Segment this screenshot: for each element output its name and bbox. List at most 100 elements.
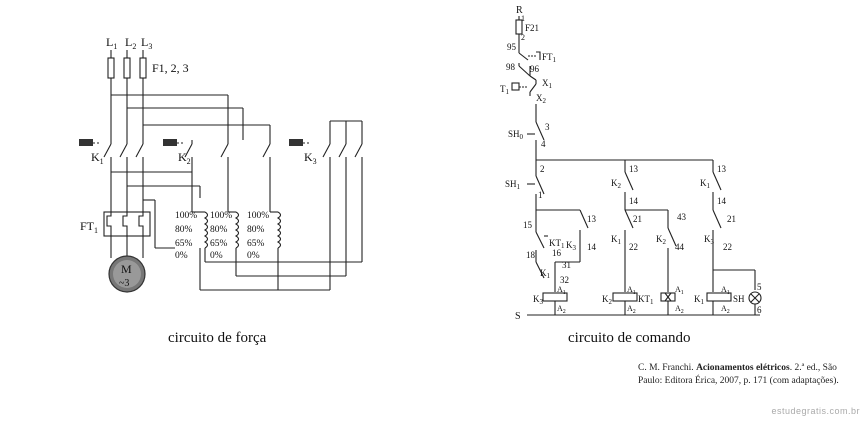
svg-text:98: 98 bbox=[506, 62, 516, 72]
svg-text:K1: K1 bbox=[540, 268, 551, 280]
button-sh0: 3 SH0 4 bbox=[508, 121, 550, 160]
source-author: C. M. Franchi. bbox=[638, 363, 694, 373]
svg-text:KT1: KT1 bbox=[549, 238, 565, 250]
svg-text:S: S bbox=[515, 311, 521, 322]
source-edition: . 2.ª ed., São bbox=[789, 363, 837, 373]
svg-text:4: 4 bbox=[541, 139, 546, 149]
svg-text:65%: 65% bbox=[247, 239, 265, 249]
svg-text:A1: A1 bbox=[627, 285, 636, 296]
svg-text:21: 21 bbox=[633, 214, 642, 224]
svg-text:1: 1 bbox=[521, 14, 525, 23]
svg-text:K3: K3 bbox=[566, 240, 577, 252]
svg-text:100%: 100% bbox=[210, 211, 232, 221]
svg-text:22: 22 bbox=[723, 242, 732, 252]
force-caption: circuito de força bbox=[168, 330, 267, 346]
branch-kt1: 43 K2 44 A1 A2 bbox=[656, 210, 687, 315]
ft1-label: FT1 bbox=[80, 219, 98, 235]
svg-text:80%: 80% bbox=[247, 225, 265, 235]
branch-1: 2 SH1 1 15 KT1 16 18 31 K1 32 K3 A1 A bbox=[505, 160, 580, 315]
svg-text:T1: T1 bbox=[500, 84, 510, 96]
fuse-f21: 1 2 F21 bbox=[515, 14, 539, 46]
line-label-l2: L2 bbox=[125, 35, 136, 51]
svg-text:6: 6 bbox=[757, 305, 762, 315]
svg-text:22: 22 bbox=[629, 242, 638, 252]
motor-m3: M ~3 bbox=[108, 255, 146, 293]
svg-text:65%: 65% bbox=[175, 239, 193, 249]
svg-text:K2: K2 bbox=[602, 294, 613, 306]
force-wiring bbox=[111, 171, 362, 291]
svg-text:80%: 80% bbox=[210, 225, 228, 235]
svg-text:43: 43 bbox=[677, 212, 687, 222]
svg-text:32: 32 bbox=[560, 275, 569, 285]
k2-label: K2 bbox=[178, 150, 191, 166]
source-publisher: Paulo: Editora Érica, 2007, p. 171 (com … bbox=[638, 376, 839, 386]
svg-text:2: 2 bbox=[521, 33, 525, 42]
svg-text:21: 21 bbox=[727, 214, 736, 224]
svg-text:13: 13 bbox=[587, 214, 597, 224]
branch-k2: 13 K2 14 21 K1 22 K2 A1 A2 KT1 bbox=[602, 164, 668, 315]
svg-text:96: 96 bbox=[530, 64, 540, 74]
control-caption: circuito de comando bbox=[568, 330, 690, 346]
svg-text:X2: X2 bbox=[536, 93, 547, 105]
power-bus bbox=[111, 94, 271, 140]
svg-text:65%: 65% bbox=[210, 239, 228, 249]
fuses-f123: F1, 2, 3 bbox=[107, 50, 189, 79]
svg-text:0%: 0% bbox=[210, 251, 223, 261]
svg-text:31: 31 bbox=[562, 260, 571, 270]
svg-text:F21: F21 bbox=[525, 23, 539, 33]
svg-text:SH0: SH0 bbox=[508, 129, 524, 141]
tap-labels: 100% 80% 65% 0% 100% 80% 65% 0% 100% 80%… bbox=[175, 211, 269, 261]
svg-text:FT1: FT1 bbox=[542, 52, 557, 64]
source-citation: C. M. Franchi. Acionamentos elétricos. 2… bbox=[638, 362, 848, 388]
svg-text:3: 3 bbox=[545, 122, 550, 132]
svg-text:K1: K1 bbox=[611, 234, 622, 246]
svg-text:15: 15 bbox=[523, 220, 533, 230]
svg-text:16: 16 bbox=[552, 248, 562, 258]
svg-text:14: 14 bbox=[717, 196, 727, 206]
svg-text:K2: K2 bbox=[611, 178, 622, 190]
svg-text:13: 13 bbox=[717, 164, 727, 174]
svg-text:KT1: KT1 bbox=[638, 294, 654, 306]
watermark: estudegratis.com.br bbox=[771, 406, 860, 416]
svg-text:0%: 0% bbox=[247, 251, 260, 261]
svg-text:100%: 100% bbox=[247, 211, 269, 221]
contactor-k2: K2 bbox=[163, 139, 271, 198]
line-label-l1: L1 bbox=[106, 35, 117, 51]
contact-ft1: 95 FT1 98 96 bbox=[506, 42, 557, 81]
svg-text:A2: A2 bbox=[675, 304, 684, 315]
svg-text:M: M bbox=[121, 262, 132, 276]
contactor-k1: K1 bbox=[79, 138, 144, 212]
svg-text:~3: ~3 bbox=[119, 278, 129, 289]
k3-label: K3 bbox=[304, 150, 317, 166]
svg-text:A2: A2 bbox=[627, 304, 636, 315]
svg-text:14: 14 bbox=[629, 196, 639, 206]
svg-text:100%: 100% bbox=[175, 211, 197, 221]
svg-text:44: 44 bbox=[675, 242, 685, 252]
svg-text:A1: A1 bbox=[557, 285, 566, 296]
force-circuit: L1 L2 L3 F1, 2, 3 bbox=[79, 35, 363, 346]
line-label-l3: L3 bbox=[141, 35, 152, 51]
svg-text:A1: A1 bbox=[721, 285, 730, 296]
svg-text:2: 2 bbox=[540, 164, 545, 174]
svg-text:R: R bbox=[516, 5, 523, 16]
svg-text:A2: A2 bbox=[721, 304, 730, 315]
svg-text:K2: K2 bbox=[656, 234, 667, 246]
svg-text:13: 13 bbox=[629, 164, 639, 174]
source-title: Acionamentos elétricos bbox=[696, 363, 790, 373]
svg-text:A1: A1 bbox=[675, 285, 684, 296]
svg-text:SH: SH bbox=[733, 294, 745, 304]
svg-text:14: 14 bbox=[587, 242, 597, 252]
branch-k1: 13 K1 14 21 K3 22 K1 A1 A2 SH 5 6 bbox=[694, 164, 762, 315]
svg-text:K3: K3 bbox=[533, 294, 544, 306]
svg-text:5: 5 bbox=[757, 282, 762, 292]
branch-2: 13 K3 14 bbox=[555, 209, 597, 263]
svg-text:18: 18 bbox=[526, 250, 536, 260]
svg-text:0%: 0% bbox=[175, 251, 188, 261]
svg-text:80%: 80% bbox=[175, 225, 193, 235]
k1-label: K1 bbox=[91, 150, 104, 166]
svg-text:95: 95 bbox=[507, 42, 517, 52]
fuses-label: F1, 2, 3 bbox=[152, 61, 189, 75]
svg-text:X1: X1 bbox=[542, 78, 553, 90]
overload-relay-ft1: FT1 bbox=[80, 211, 151, 258]
